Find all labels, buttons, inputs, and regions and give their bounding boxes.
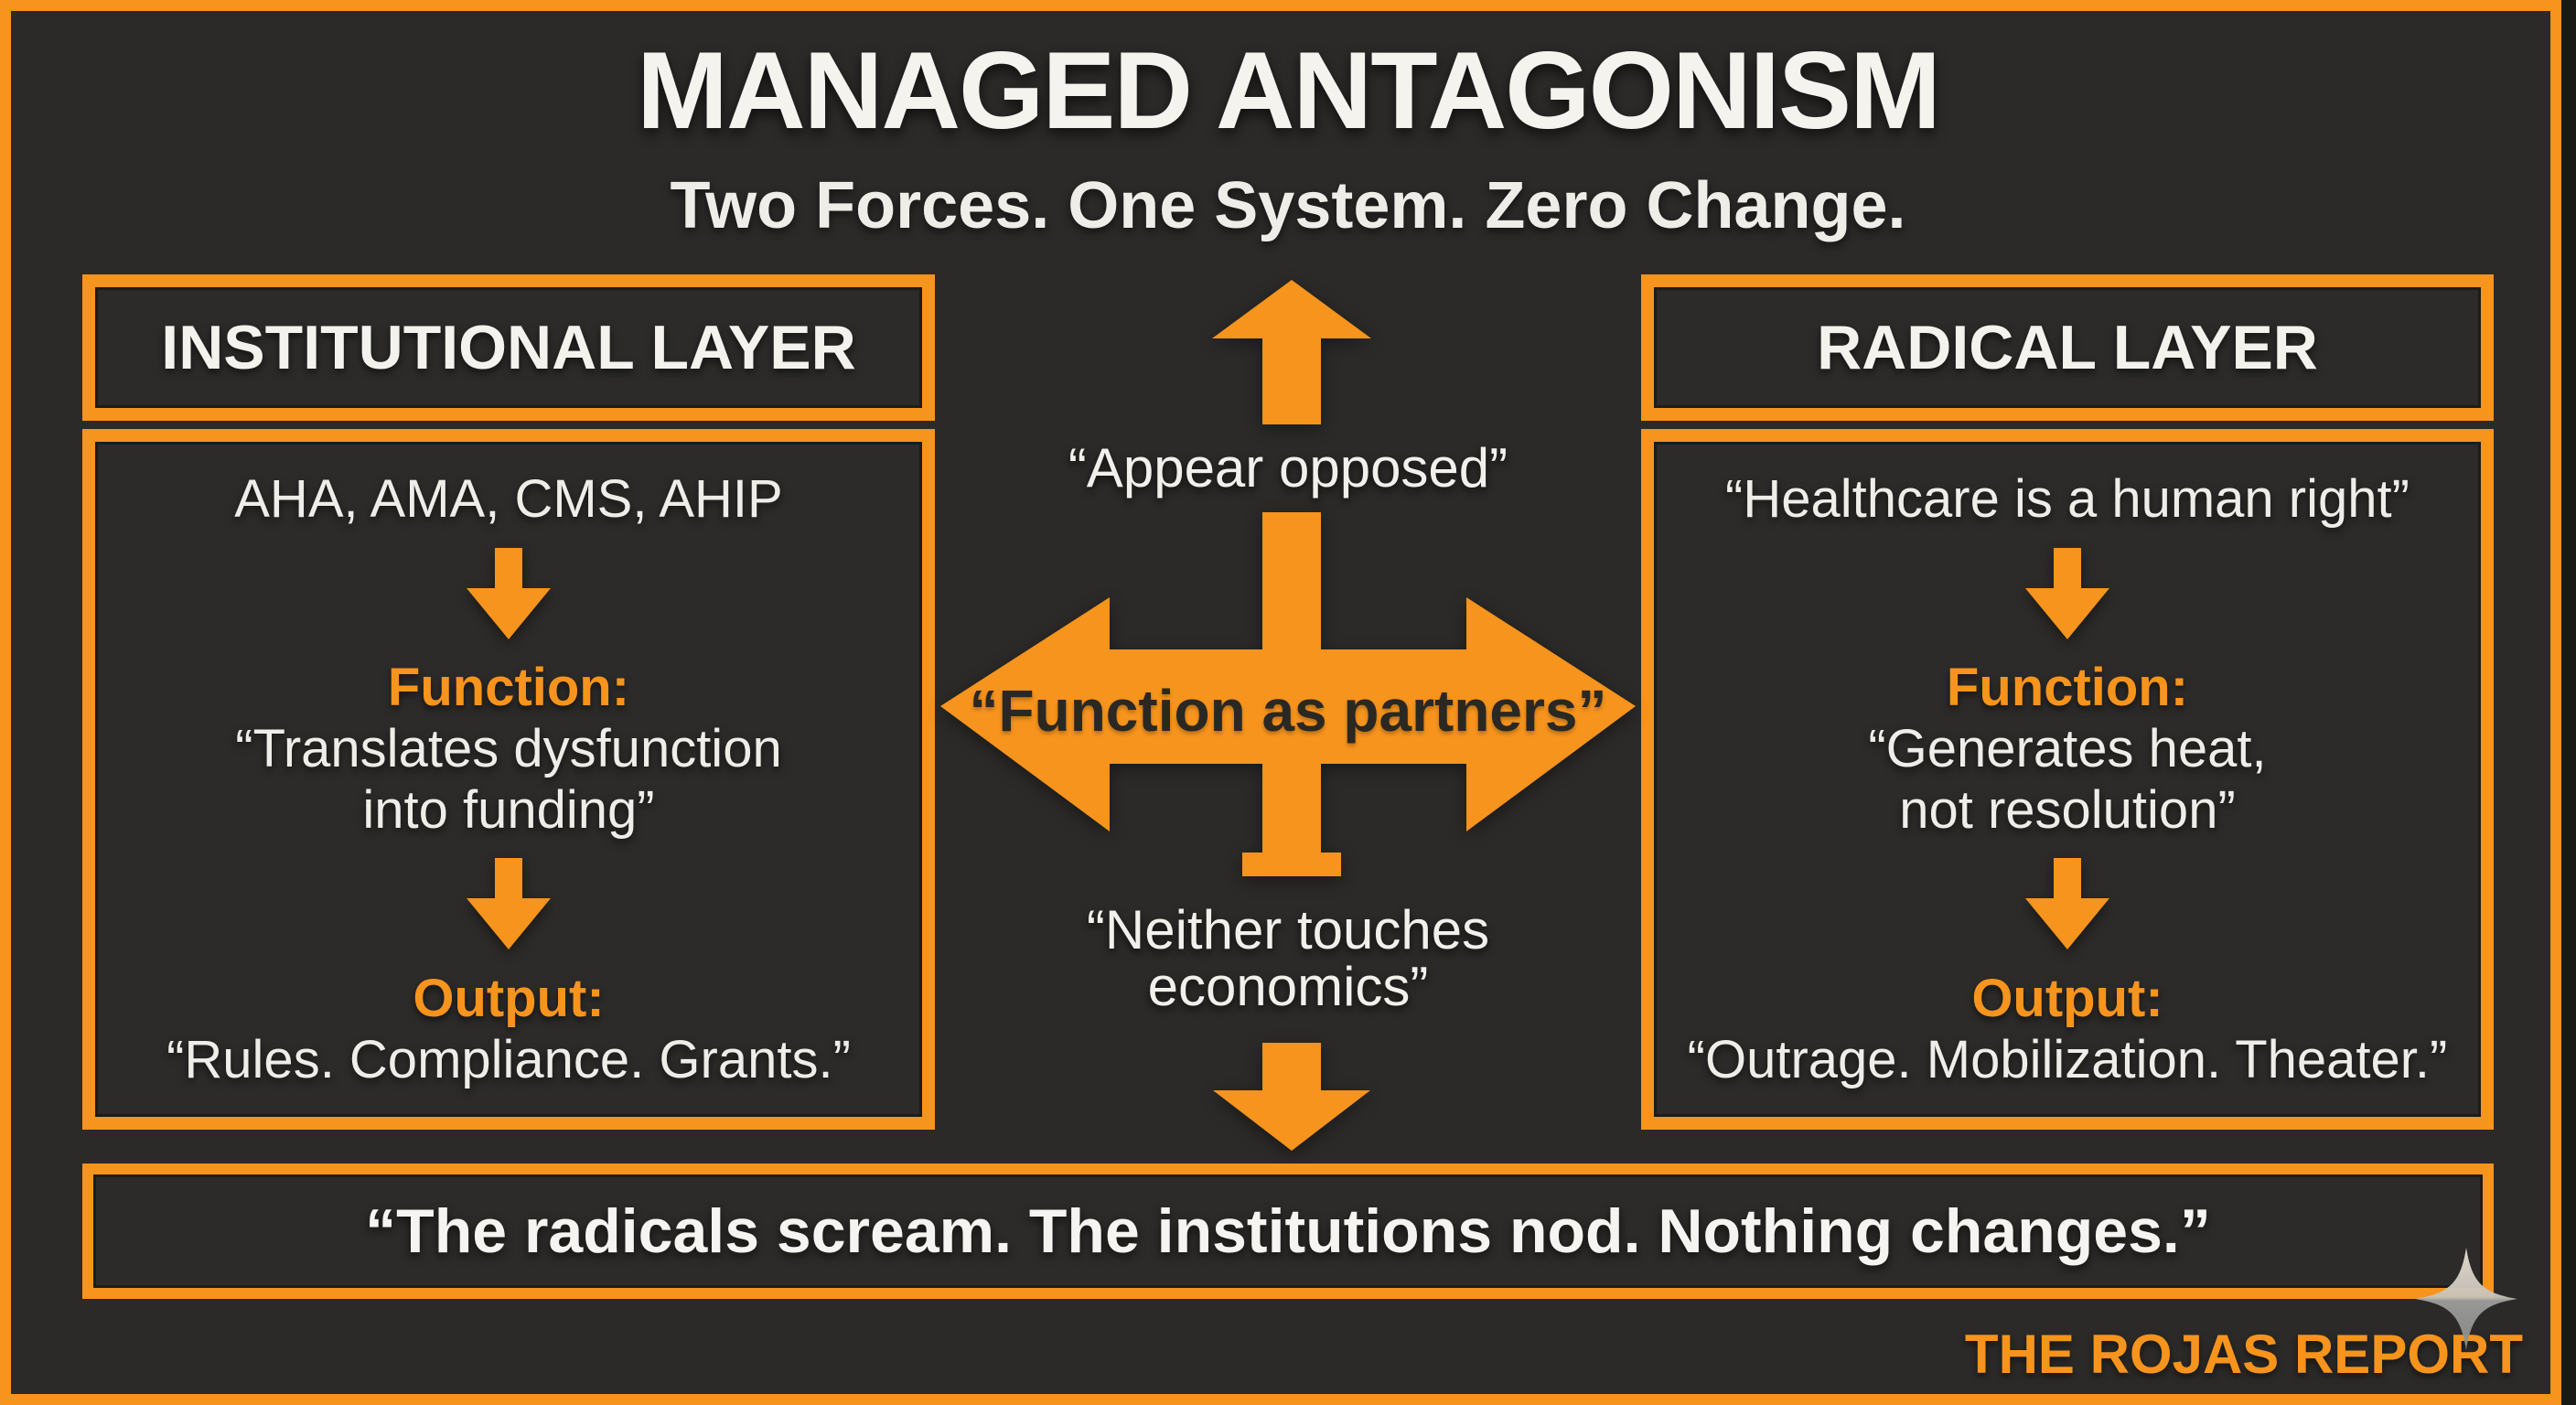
function-as-partners-label: “Function as partners” [969, 678, 1607, 744]
sparkle-watermark-icon [2415, 1248, 2517, 1350]
cross-arrows-icon [940, 280, 1636, 1151]
institutional-members: AHA, AMA, CMS, AHIP [234, 469, 783, 530]
radical-function-group: Function: “Generates heat, not resolutio… [1868, 657, 2266, 842]
institutional-layer-panel: INSTITUTIONAL LAYER AHA, AMA, CMS, AHIP … [82, 274, 935, 1130]
page-title: MANAGED ANTAGONISM [637, 29, 1941, 152]
radical-panel-header: RADICAL LAYER [1641, 274, 2494, 421]
function-label: Function: [1946, 657, 2189, 717]
down-arrow-icon [467, 858, 551, 950]
institutional-panel-body: AHA, AMA, CMS, AHIP Function: “Translate… [82, 429, 935, 1130]
label-line: “Neither touches [1086, 899, 1490, 960]
output-text: “Rules. Compliance. Grants.” [166, 1029, 851, 1089]
label-line: economics” [1147, 956, 1429, 1017]
down-arrow-icon [2025, 547, 2109, 639]
function-text-line: “Translates dysfunction [235, 718, 782, 778]
radical-layer-panel: RADICAL LAYER “Healthcare is a human rig… [1641, 274, 2494, 1130]
right-edge-strip [2561, 0, 2576, 1405]
down-arrow-icon [2025, 858, 2109, 950]
institutional-panel-title: INSTITUTIONAL LAYER [161, 313, 856, 382]
function-text-line: “Generates heat, [1868, 718, 2267, 778]
neither-touches-economics-label: “Neither touches economics” [935, 902, 1641, 1015]
center-cross: “Appear opposed” “Function as partners” … [935, 276, 1641, 1154]
institutional-panel-header: INSTITUTIONAL LAYER [82, 274, 935, 421]
radical-panel-title: RADICAL LAYER [1817, 313, 2318, 382]
output-label: Output: [413, 968, 605, 1028]
institutional-function-group: Function: “Translates dysfunction into f… [235, 657, 781, 842]
function-label: Function: [387, 657, 630, 717]
institutional-output-group: Output: “Rules. Compliance. Grants.” [166, 968, 851, 1090]
title-block: MANAGED ANTAGONISM Two Forces. One Syste… [0, 27, 2576, 243]
function-text-line: into funding” [362, 780, 655, 840]
page-subtitle: Two Forces. One System. Zero Change. [670, 169, 1906, 242]
radical-panel-body: “Healthcare is a human right” Function: … [1641, 429, 2494, 1130]
brand-label: THE ROJAS REPORT [1964, 1324, 2523, 1385]
function-text-line: not resolution” [1899, 780, 2236, 840]
output-label: Output: [1971, 968, 2163, 1028]
radical-output-group: Output: “Outrage. Mobilization. Theater.… [1688, 968, 2448, 1090]
down-arrow-icon [467, 547, 551, 639]
quote-text: “The radicals scream. The institutions n… [365, 1196, 2211, 1266]
radical-slogan: “Healthcare is a human right” [1725, 469, 2410, 530]
output-text: “Outrage. Mobilization. Theater.” [1687, 1029, 2448, 1089]
quote-banner: “The radicals scream. The institutions n… [82, 1164, 2494, 1299]
appear-opposed-label: “Appear opposed” [1068, 437, 1508, 499]
